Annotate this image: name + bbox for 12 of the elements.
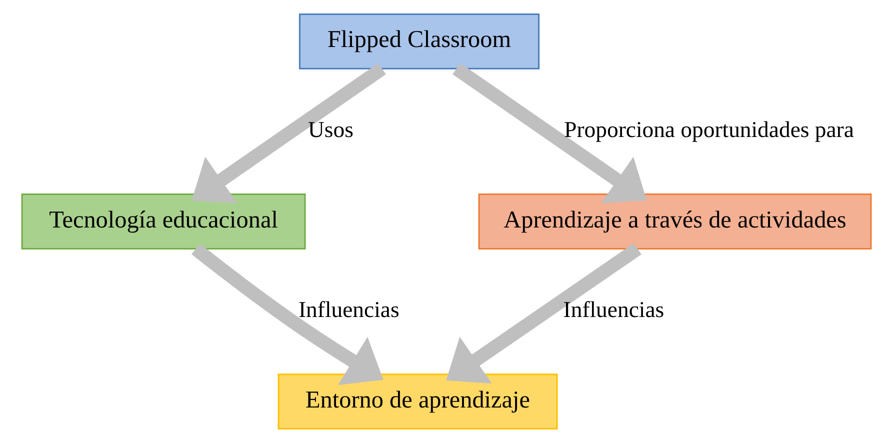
node-box: Aprendizaje a través de actividades (478, 194, 872, 250)
arrow (452, 63, 647, 204)
node-box: Flipped Classroom (298, 13, 540, 70)
arrow (192, 244, 384, 386)
arrow (192, 63, 386, 204)
node-box: Entorno de aprendizaje (278, 374, 558, 430)
edge-label: Influencias (298, 296, 400, 322)
edge-label: Usos (308, 116, 354, 142)
edge-label: Influencias (563, 296, 664, 322)
node-box: Tecnología educacional (21, 194, 306, 250)
edge-label: Proporciona oportunidades para (564, 116, 854, 142)
arrow (446, 243, 642, 384)
